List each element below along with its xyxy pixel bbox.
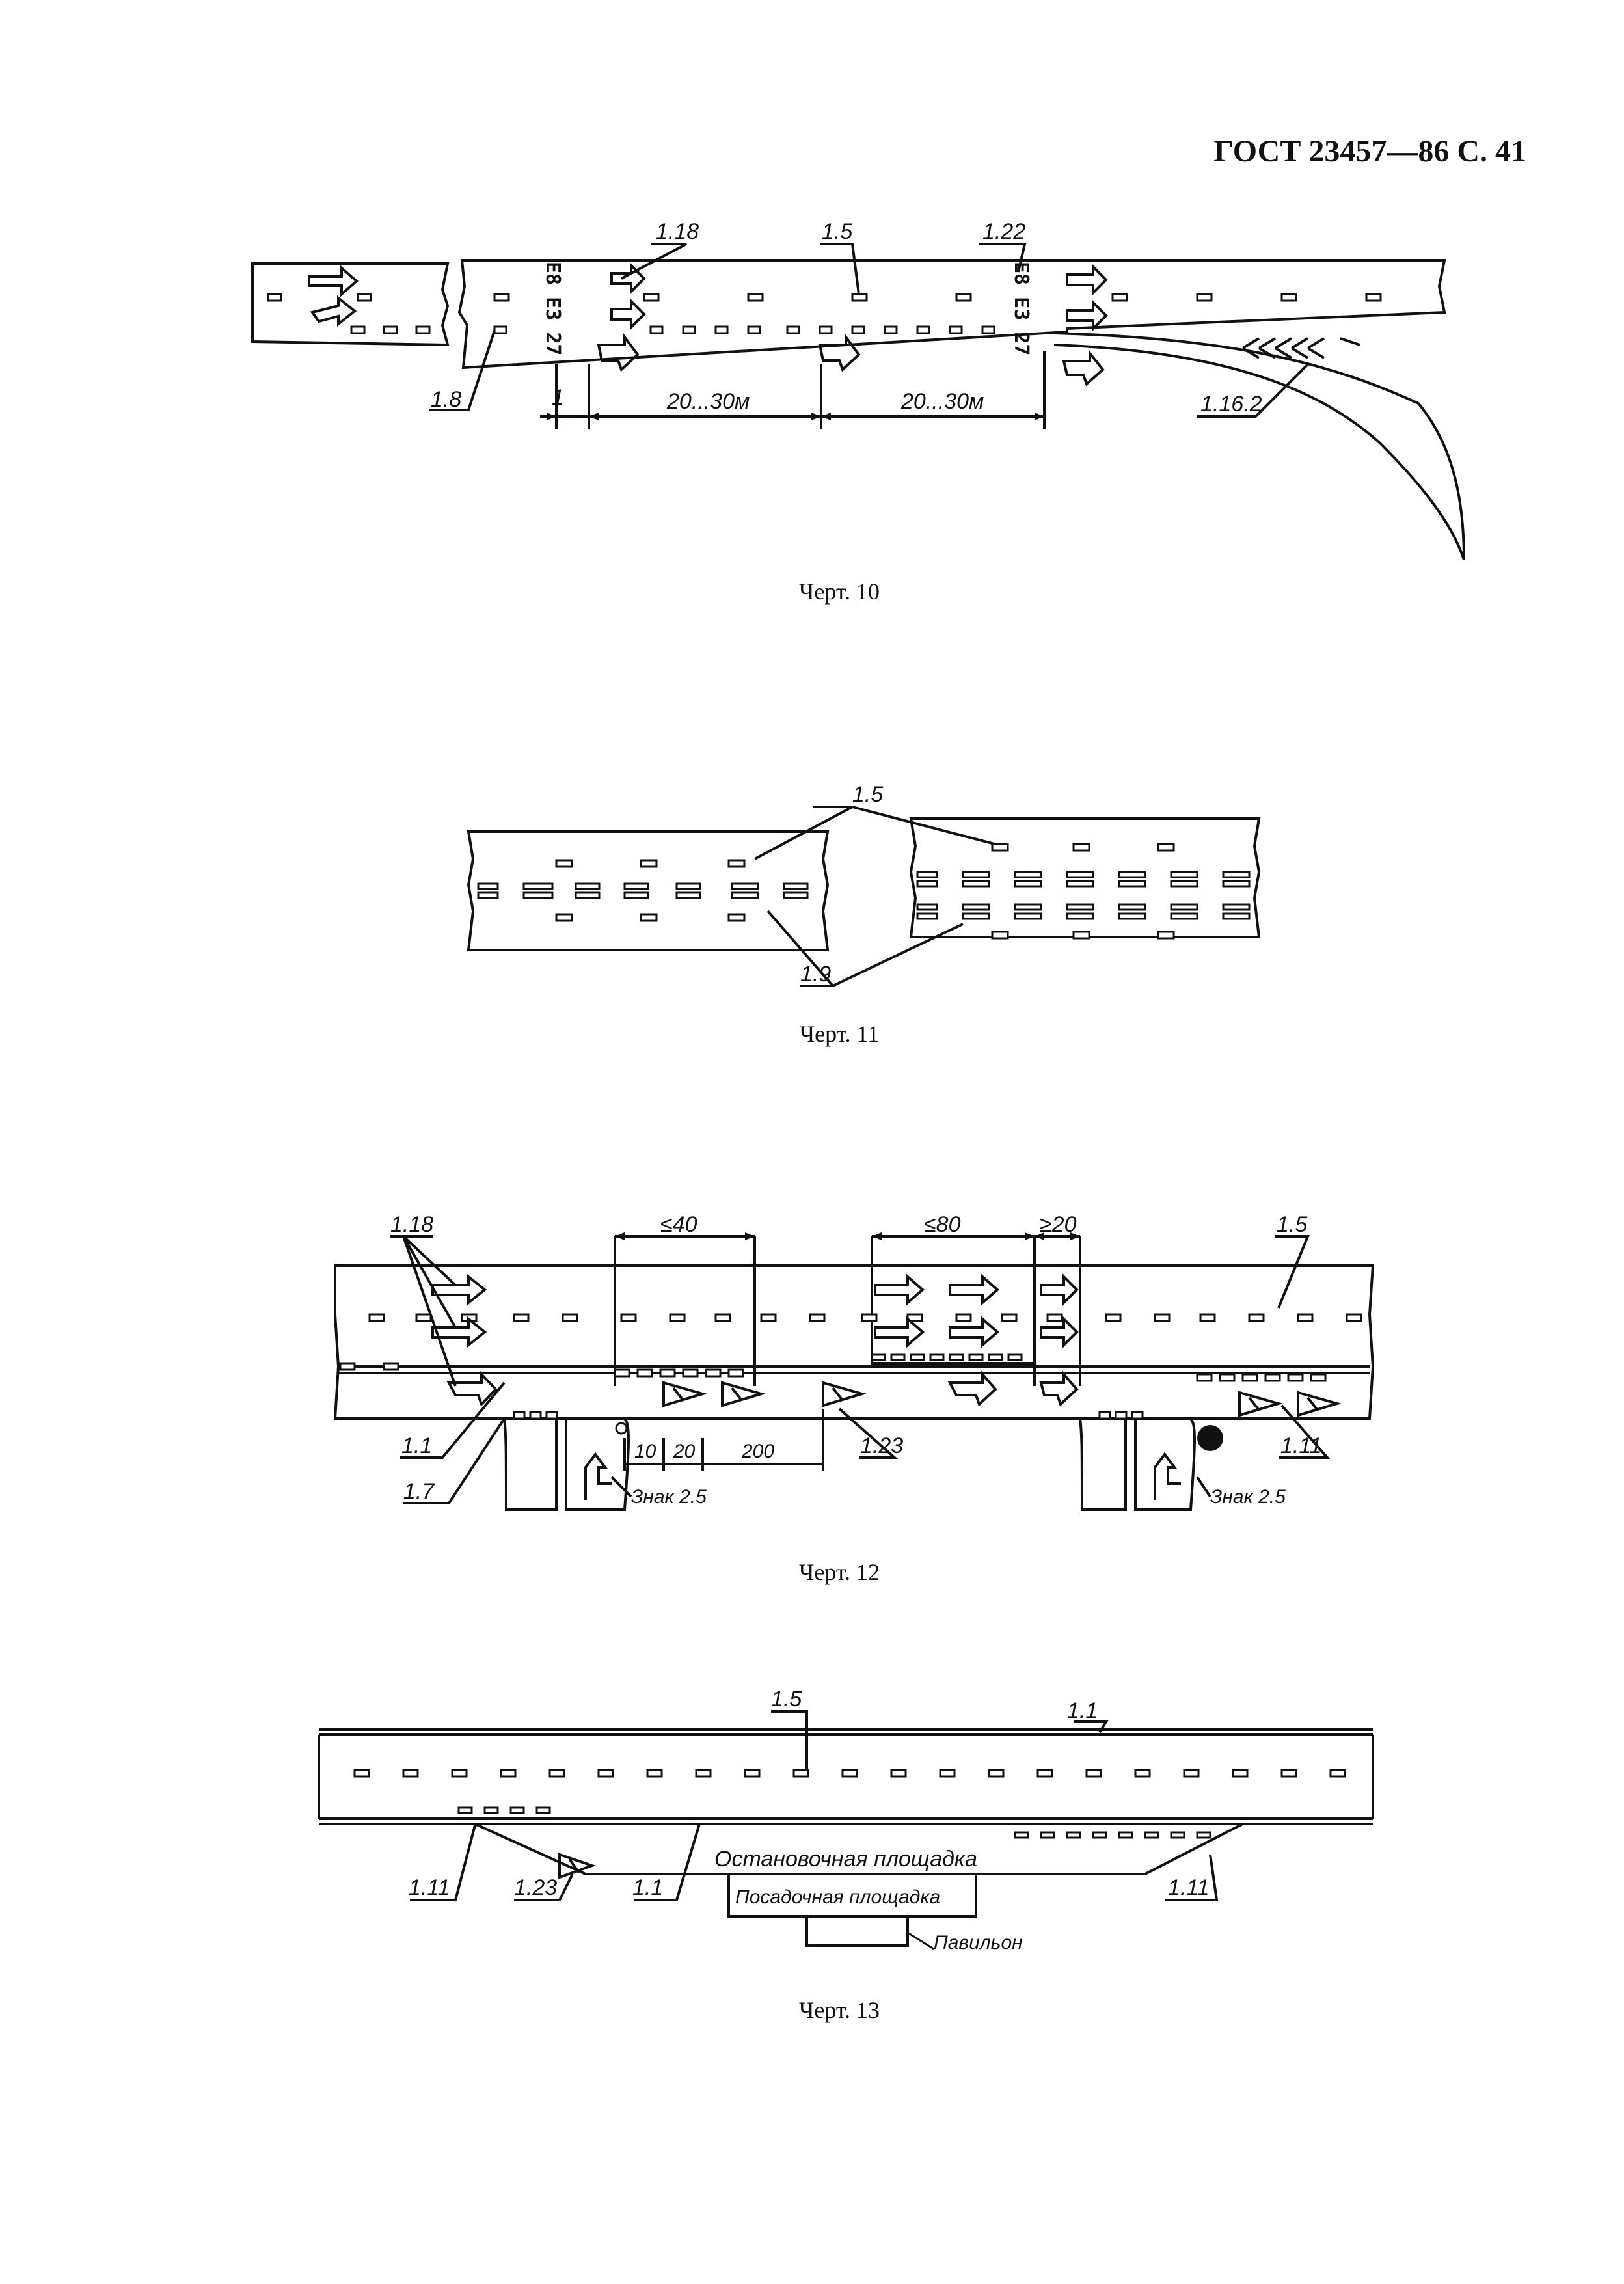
fig12-label-1-11: 1.11 <box>1280 1434 1322 1458</box>
fig13-label-1-1-top: 1.1 <box>1067 1698 1098 1723</box>
fig12-label-1-5: 1.5 <box>1277 1212 1307 1237</box>
fig13-label-1-1-bottom: 1.1 <box>632 1875 663 1900</box>
fig10-dim-20-30-a: 20...30м <box>666 389 750 414</box>
fig10-label-1-8: 1.8 <box>431 387 461 412</box>
fig13-area-stop: Остановочная площадка <box>714 1847 977 1871</box>
fig13-label-1-5: 1.5 <box>771 1687 802 1711</box>
fig10-label-1-22: 1.22 <box>982 219 1025 244</box>
fig12-dim-200: 200 <box>741 1441 774 1462</box>
fig13-caption: Черт. 13 <box>799 1997 880 2023</box>
fig11-label-1-9: 1.9 <box>800 962 831 986</box>
fig12-label-1-1: 1.1 <box>401 1434 432 1458</box>
fig12-dim-le-80: ≤80 <box>924 1212 961 1237</box>
fig10-caption: Черт. 10 <box>799 578 880 605</box>
fig12-sign-2-5-b: Знак 2.5 <box>1210 1486 1286 1508</box>
fig13-area-pavilion: Павильон <box>934 1932 1023 1953</box>
page-header: ГОСТ 23457—86 С. 41 <box>1213 134 1526 169</box>
fig12-sign-2-5-a: Знак 2.5 <box>631 1486 707 1508</box>
fig10-dim-20-30-b: 20...30м <box>900 389 984 414</box>
fig10-road-number-a: Е8 Е3 27 <box>541 262 564 356</box>
fig10-road-number-b: Е8 Е3 27 <box>1010 262 1033 356</box>
fig11-label-1-5: 1.5 <box>852 782 883 807</box>
fig10-label-1-5: 1.5 <box>822 219 852 244</box>
fig10-dim-1: 1 <box>552 385 564 410</box>
fig12-label-1-18: 1.18 <box>390 1212 433 1237</box>
fig11-caption: Черт. 11 <box>799 1021 880 1047</box>
fig12-label-1-7: 1.7 <box>403 1479 435 1504</box>
fig13-label-1-11-right: 1.11 <box>1168 1875 1210 1900</box>
fig13-label-1-23: 1.23 <box>514 1875 557 1900</box>
fig13-area-boarding: Посадочная площадка <box>735 1886 940 1908</box>
fig12-dim-10: 10 <box>634 1441 656 1462</box>
fig12-dim-20: 20 <box>673 1441 696 1462</box>
fig12-dim-le-40: ≤40 <box>660 1212 697 1237</box>
fig12-dim-ge-20: ≥20 <box>1040 1212 1077 1237</box>
fig10-label-1-16-2: 1.16.2 <box>1200 392 1262 416</box>
fig12-label-1-23: 1.23 <box>860 1434 903 1458</box>
fig13-label-1-11-left: 1.11 <box>409 1875 450 1900</box>
fig12-caption: Черт. 12 <box>799 1559 880 1585</box>
fig10-label-1-18: 1.18 <box>656 219 699 244</box>
